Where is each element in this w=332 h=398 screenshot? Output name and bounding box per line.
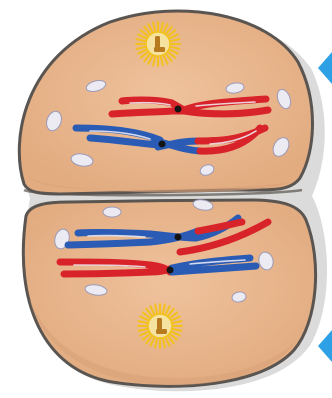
centriole-icon [155,36,160,48]
centromere [159,141,166,148]
vesicle-icon [103,207,121,217]
arrow-icon-bottom [318,330,332,362]
chromatid [112,110,268,114]
arrow-icon-top [318,52,332,84]
centriole-icon [156,329,167,334]
centriole-icon [157,318,162,330]
centromere [175,234,182,241]
centromere [175,106,182,113]
chromatid [78,233,150,234]
centriole-icon [154,47,165,52]
chromatid [64,272,150,274]
chromatid [68,242,150,245]
lower-cell [23,200,315,386]
centromere [167,267,174,274]
